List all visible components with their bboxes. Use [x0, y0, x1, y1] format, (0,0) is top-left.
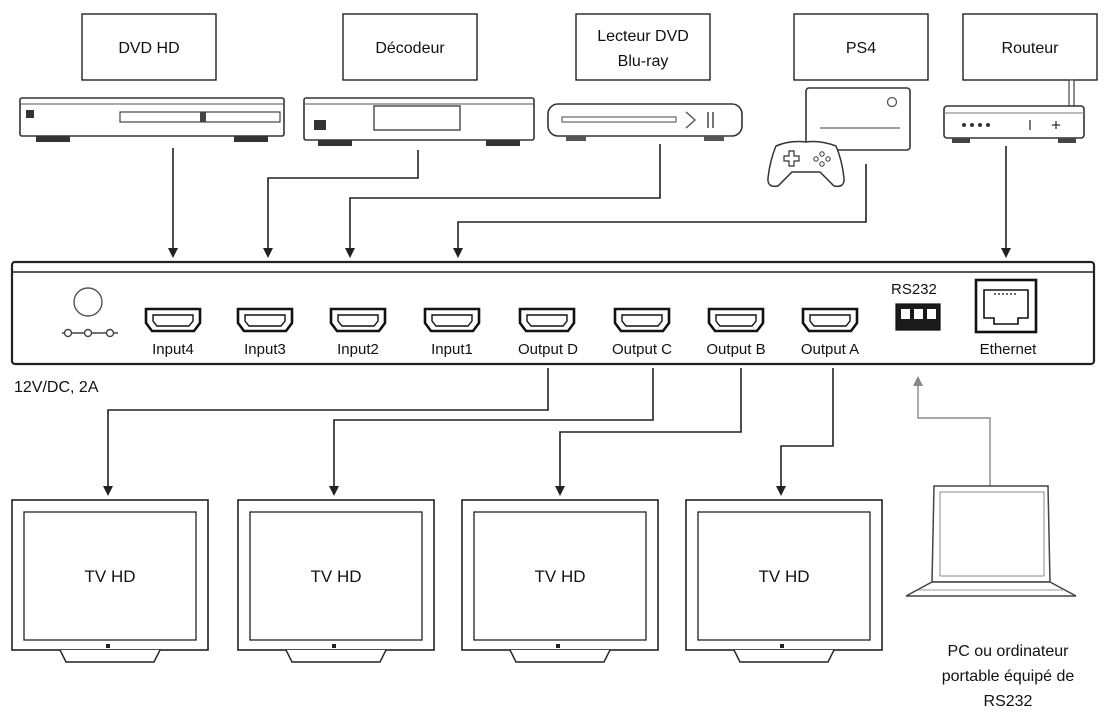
source-label-bluray: Blu-ray	[618, 53, 669, 70]
source-label-routeur: Routeur	[1002, 40, 1060, 57]
pc-label-line2: portable équipé de	[942, 668, 1075, 685]
tv-label: TV HD	[535, 567, 586, 586]
router-icon	[943, 79, 1085, 143]
source-label-ps4: PS4	[846, 40, 876, 57]
wire-output-c-to-tv2	[329, 368, 654, 496]
hdmi-port-input3-icon	[236, 307, 294, 333]
power-spec-label: 12V/DC, 2A	[14, 379, 99, 396]
source-label-dvd-hd: DVD HD	[118, 40, 179, 57]
port-label-input3: Input3	[244, 341, 286, 358]
tv-1: TV HD	[11, 499, 209, 663]
hdmi-ports	[144, 307, 859, 333]
hdmi-port-output-d-icon	[518, 307, 576, 333]
source-box-lecteur-dvd-bluray: Lecteur DVD Blu-ray	[575, 13, 711, 81]
wire-output-b-to-tv3	[555, 368, 742, 496]
pc-label-line3: RS232	[984, 693, 1033, 710]
laptop-icon	[905, 485, 1077, 597]
tv-label: TV HD	[311, 567, 362, 586]
port-label-output-c: Output C	[612, 341, 672, 358]
tv-2: TV HD	[237, 499, 435, 663]
tv-label: TV HD	[85, 567, 136, 586]
source-label-decodeur: Décodeur	[375, 40, 445, 57]
port-label-output-b: Output B	[706, 341, 765, 358]
source-box-dvd-hd: DVD HD	[81, 13, 217, 81]
dvd-player-icon	[19, 97, 285, 142]
source-box-ps4: PS4	[793, 13, 929, 81]
bluray-player-icon	[547, 103, 743, 141]
hdmi-port-input1-icon	[423, 307, 481, 333]
hdmi-port-input2-icon	[329, 307, 387, 333]
power-jack-icon	[62, 287, 118, 338]
port-label-input4: Input4	[152, 341, 194, 358]
decoder-box-icon	[303, 97, 535, 146]
hdmi-port-output-a-icon	[801, 307, 859, 333]
ps4-console-icon	[767, 87, 911, 188]
output-wires	[103, 368, 991, 496]
wire-bluray-to-input2	[345, 144, 661, 258]
port-label-output-d: Output D	[518, 341, 578, 358]
port-label-input1: Input1	[431, 341, 473, 358]
ethernet-label: Ethernet	[980, 341, 1038, 358]
source-label-lecteur-dvd: Lecteur DVD	[597, 28, 689, 45]
wire-output-a-to-tv4	[776, 368, 834, 496]
wire-ps4-to-input1	[453, 164, 867, 258]
source-box-routeur: Routeur	[962, 13, 1098, 81]
wire-pc-to-rs232	[913, 376, 991, 486]
rs232-terminal-icon	[895, 303, 941, 331]
hdmi-port-input4-icon	[144, 307, 202, 333]
tv-3: TV HD	[461, 499, 659, 663]
ethernet-port-icon	[974, 278, 1038, 334]
wire-output-d-to-tv1	[103, 368, 549, 496]
pc-label-line1: PC ou ordinateur	[948, 643, 1070, 660]
hdmi-port-output-b-icon	[707, 307, 765, 333]
rs232-label: RS232	[891, 281, 937, 298]
port-label-output-a: Output A	[801, 341, 859, 358]
source-box-decodeur: Décodeur	[342, 13, 478, 81]
port-label-input2: Input2	[337, 341, 379, 358]
hdmi-port-output-c-icon	[613, 307, 671, 333]
source-wires	[168, 144, 1011, 258]
tv-label: TV HD	[759, 567, 810, 586]
tv-4: TV HD	[685, 499, 883, 663]
wire-decoder-to-input3	[263, 150, 419, 258]
